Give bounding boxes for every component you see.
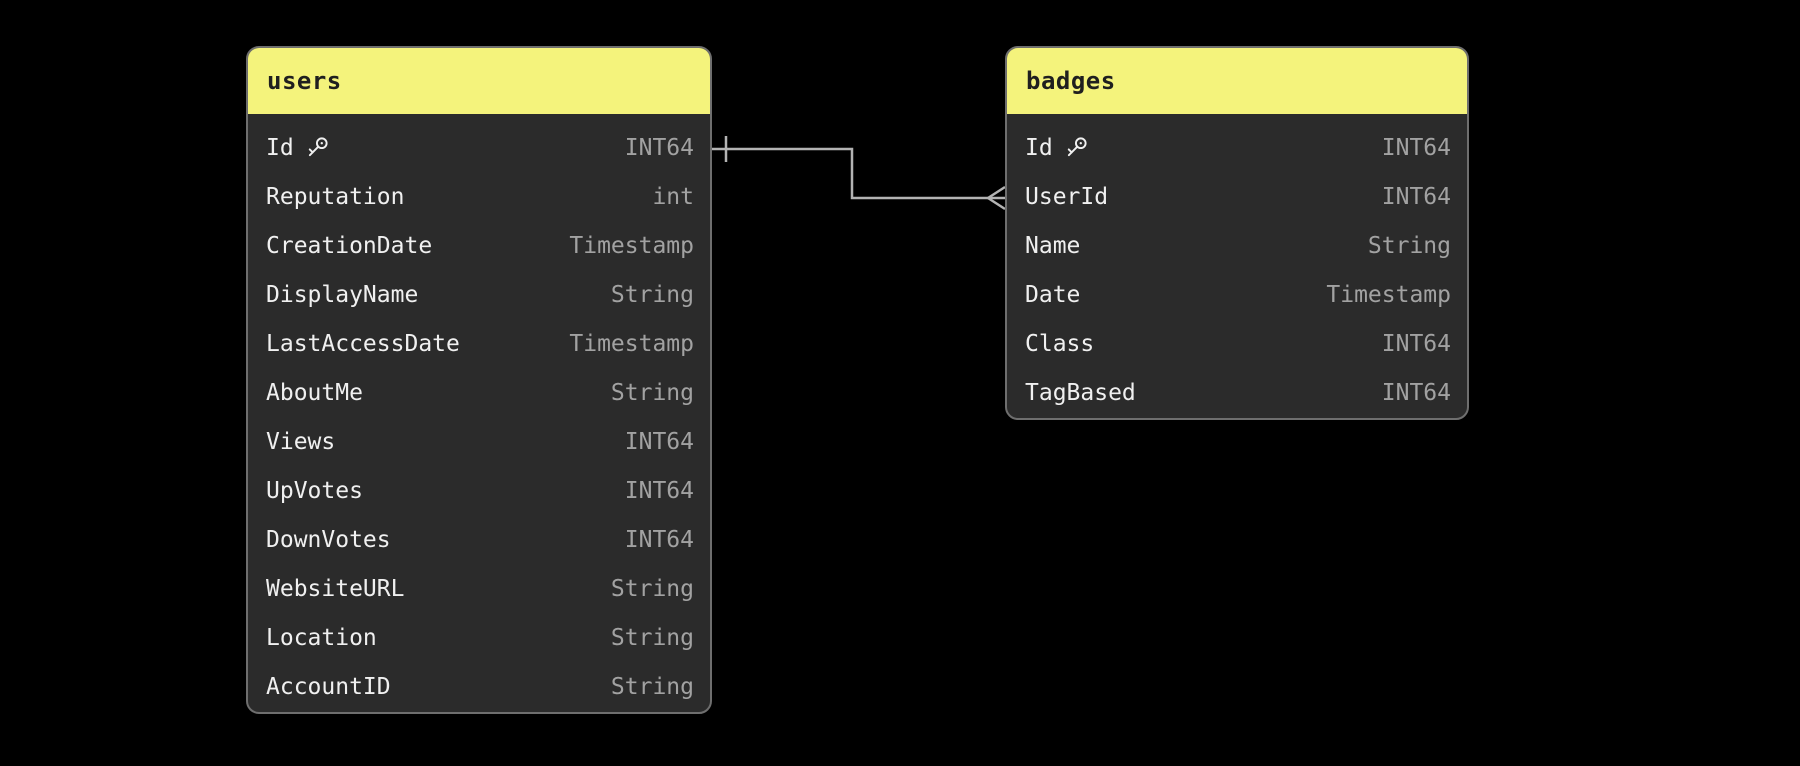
connector-line (711, 147, 1005, 200)
field-name: Id (266, 134, 294, 161)
field-type: INT64 (624, 428, 694, 455)
field-row[interactable]: WebsiteURL String (248, 564, 710, 613)
field-name: Name (1025, 232, 1081, 259)
field-name: Id (1025, 134, 1053, 161)
field-type: String (610, 575, 694, 602)
field-type: Timestamp (569, 330, 694, 357)
field-row[interactable]: DisplayName String (248, 270, 710, 319)
field-row[interactable]: Id INT64 (1007, 123, 1467, 172)
field-row[interactable]: Views INT64 (248, 417, 710, 466)
field-name: UpVotes (266, 477, 363, 504)
field-row[interactable]: DownVotes INT64 (248, 515, 710, 564)
field-type: String (610, 624, 694, 651)
field-type: String (610, 281, 694, 308)
field-row[interactable]: LastAccessDate Timestamp (248, 319, 710, 368)
field-type: String (610, 673, 694, 700)
field-name: AccountID (266, 673, 391, 700)
field-row[interactable]: Id INT64 (248, 123, 710, 172)
field-row[interactable]: AboutMe String (248, 368, 710, 417)
primary-key-icon (1067, 137, 1087, 157)
field-row[interactable]: Location String (248, 613, 710, 662)
primary-key-icon (308, 137, 328, 157)
field-type: INT64 (624, 526, 694, 553)
field-type: Timestamp (1326, 281, 1451, 308)
field-name: CreationDate (266, 232, 433, 259)
field-name: DownVotes (266, 526, 391, 553)
field-row[interactable]: UserId INT64 (1007, 172, 1467, 221)
field-name: Location (266, 624, 377, 651)
field-type: INT64 (1381, 330, 1451, 357)
field-name: DisplayName (266, 281, 419, 308)
field-name: LastAccessDate (266, 330, 460, 357)
field-name: Class (1025, 330, 1095, 357)
field-type: INT64 (1381, 134, 1451, 161)
field-row[interactable]: Reputation int (248, 172, 710, 221)
field-row[interactable]: TagBased INT64 (1007, 368, 1467, 417)
field-type: String (1367, 232, 1451, 259)
field-name: Reputation (266, 183, 405, 210)
field-name: Views (266, 428, 336, 455)
table-badges-header[interactable]: badges (1007, 48, 1467, 114)
field-type: String (610, 379, 694, 406)
field-name: AboutMe (266, 379, 363, 406)
relationship-connector[interactable] (711, 136, 1006, 211)
field-type: INT64 (624, 477, 694, 504)
field-type: INT64 (1381, 379, 1451, 406)
cardinality-many-marker (987, 185, 1006, 211)
field-type: int (652, 183, 694, 210)
field-type: INT64 (1381, 183, 1451, 210)
field-row[interactable]: CreationDate Timestamp (248, 221, 710, 270)
field-name: WebsiteURL (266, 575, 405, 602)
field-row[interactable]: UpVotes INT64 (248, 466, 710, 515)
field-row[interactable]: Name String (1007, 221, 1467, 270)
field-row[interactable]: AccountID String (248, 662, 710, 711)
field-row[interactable]: Class INT64 (1007, 319, 1467, 368)
field-type: INT64 (624, 134, 694, 161)
field-name: TagBased (1025, 379, 1136, 406)
field-name: Date (1025, 281, 1081, 308)
table-users-header[interactable]: users (248, 48, 710, 114)
field-row[interactable]: Date Timestamp (1007, 270, 1467, 319)
table-title: badges (1026, 67, 1116, 95)
table-title: users (267, 67, 342, 95)
field-type: Timestamp (569, 232, 694, 259)
field-name: UserId (1025, 183, 1109, 210)
